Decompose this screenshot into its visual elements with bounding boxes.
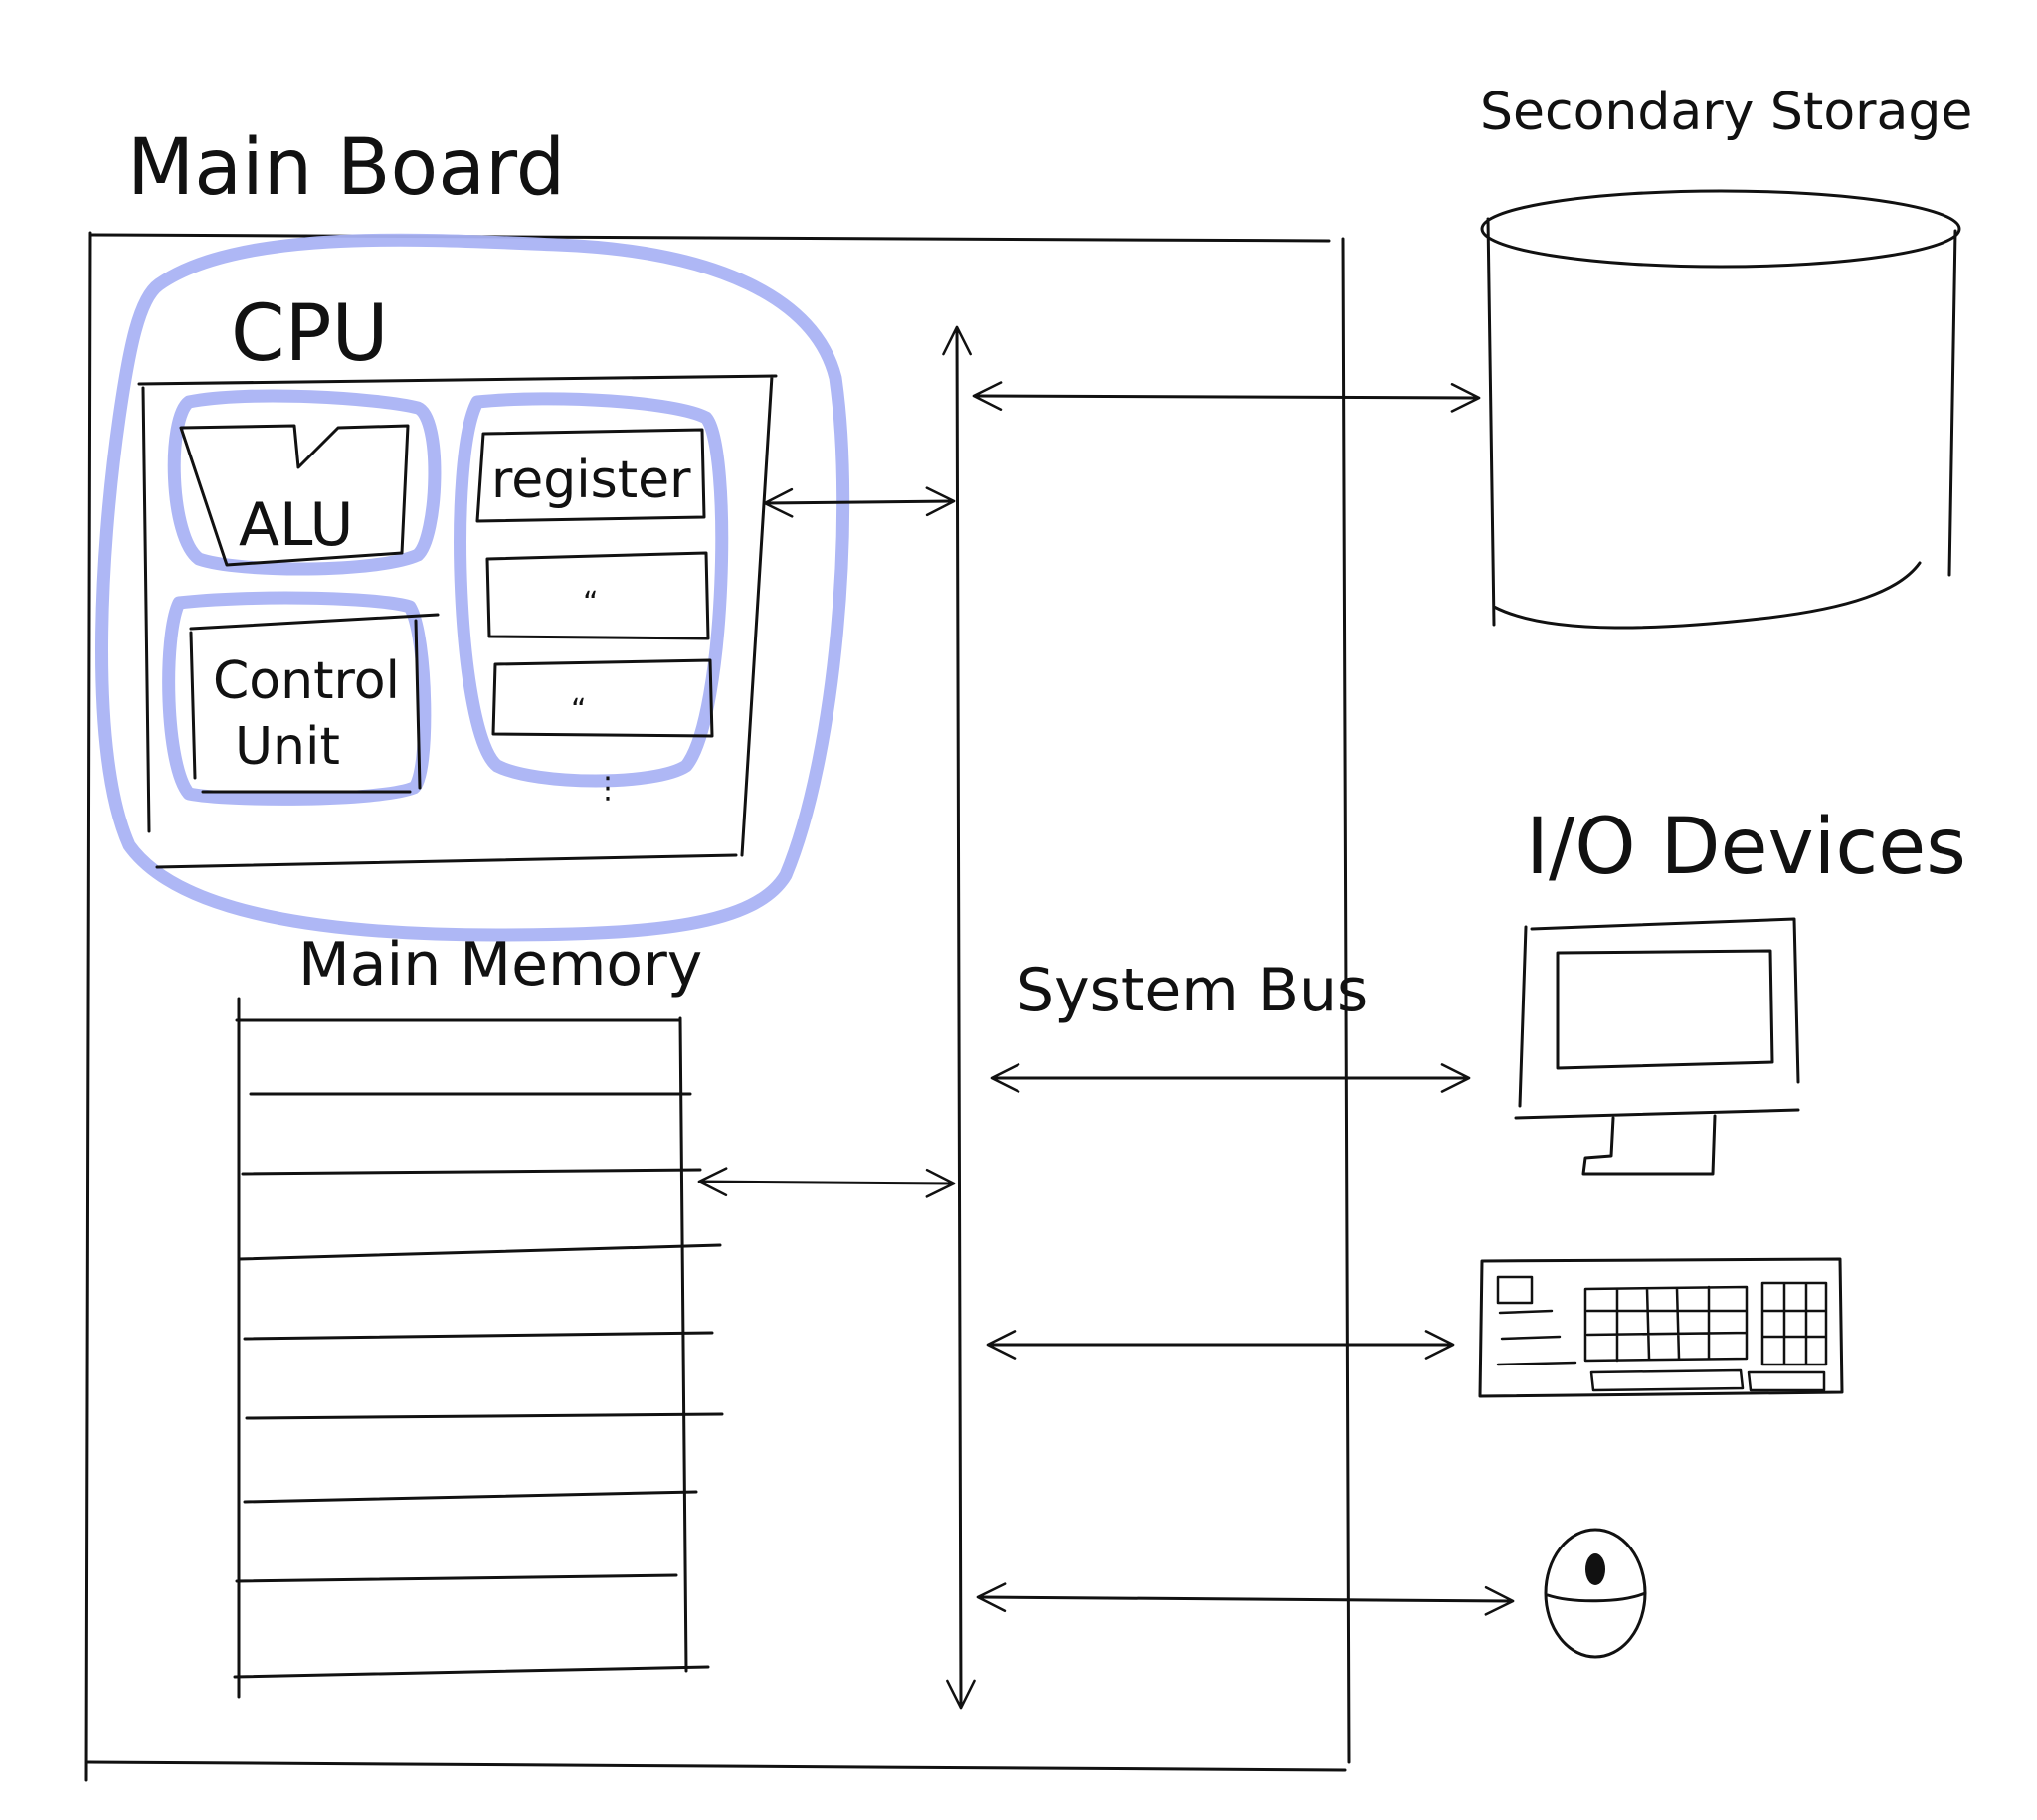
monitor-icon <box>1514 917 1800 1176</box>
register-more-mark: ⋮ <box>593 771 623 806</box>
main-memory-rows <box>233 1092 724 1679</box>
register-label: register <box>491 451 691 510</box>
system-bus-label: System Bus <box>1017 956 1368 1025</box>
secondary-storage-label: Secondary Storage <box>1480 83 1972 142</box>
register-box-1 <box>475 428 706 523</box>
main-board-frame <box>84 231 1351 1782</box>
mouse-icon <box>1544 1528 1647 1659</box>
io-devices-label: I/O Devices <box>1526 803 1966 892</box>
memory-bus-connector <box>697 1167 956 1198</box>
alu-label: ALU <box>239 490 353 560</box>
register-ditto-2: “ <box>571 693 587 728</box>
alu-highlight <box>167 389 442 576</box>
memory-row-line <box>245 1412 724 1420</box>
register-highlight <box>454 392 729 788</box>
keyboard-icon <box>1478 1257 1844 1398</box>
memory-row-line <box>237 1243 722 1261</box>
memory-row-line <box>243 1331 714 1341</box>
cpu-box <box>137 374 778 869</box>
memory-row-line <box>233 1665 710 1679</box>
control-unit-label-line2: Unit <box>235 717 340 777</box>
memory-row-line <box>243 1490 698 1504</box>
alu-shape <box>179 424 410 567</box>
cpu-highlight <box>95 233 850 942</box>
control-unit-box <box>189 613 440 794</box>
cpu-bus-connector <box>763 486 956 518</box>
database-cylinder-icon <box>1480 189 1961 630</box>
mouse-bus-connector <box>976 1582 1515 1616</box>
control-unit-highlight <box>162 591 432 806</box>
control-unit-label-line1: Control <box>213 651 400 711</box>
storage-bus-connector <box>972 381 1481 413</box>
memory-row-line <box>235 1573 678 1583</box>
register-ditto-1: “ <box>583 586 599 621</box>
register-box-3 <box>491 658 714 738</box>
system-bus-line <box>942 325 976 1710</box>
main-memory-box <box>235 997 688 1699</box>
register-box-2 <box>485 551 710 640</box>
main-memory-label: Main Memory <box>298 930 702 1000</box>
main-board-label: Main Board <box>127 123 565 213</box>
memory-row-line <box>241 1168 702 1176</box>
cpu-label: CPU <box>231 289 389 379</box>
